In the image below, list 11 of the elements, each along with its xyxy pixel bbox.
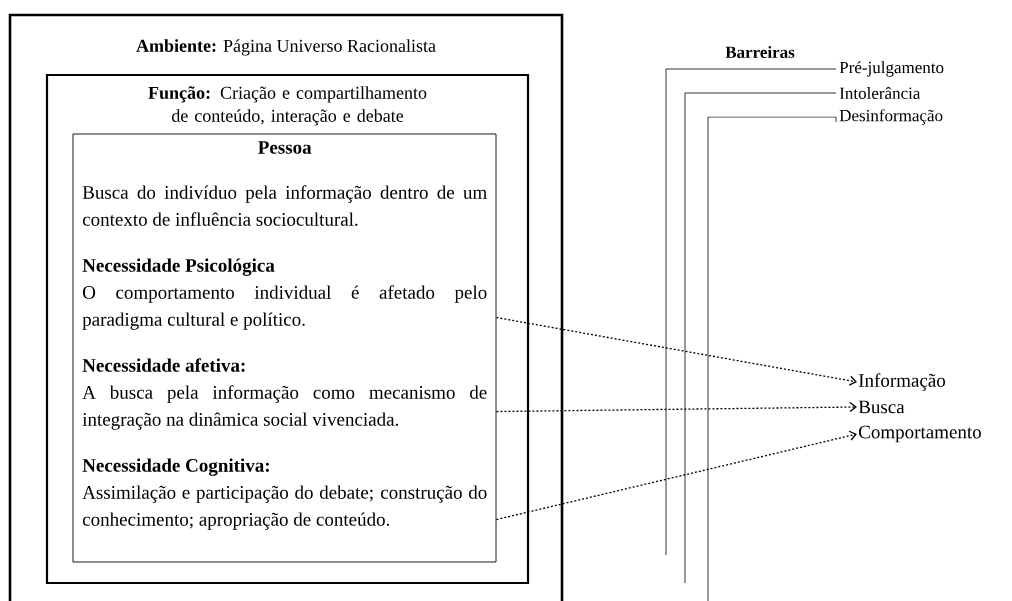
- barrier-label: Intolerância: [839, 87, 921, 99]
- person-box: Pessoa Busca do indivíduo pela informação dentro de um contexto de influência sociocultural. Necessidade Psicológica O comportamento individual é afetado pelo paradigma cultural e político. Necessidade afetiva: A busca pela informação como mecanismo de integração na dinâmica social vivenciada. Necessidade Cognitiva: Assimilação e participação do debate; construção do conhecimento; apropriação de conteúdo.: [72, 133, 497, 563]
- outcome-text: Comportamento: [859, 425, 981, 443]
- outcome-text: Busca: [858, 400, 905, 414]
- dotted-arrow: [495, 401, 857, 413]
- barrier-label: Desinformação: [839, 109, 943, 125]
- barrier-label: Pré-julgamento: [839, 61, 944, 77]
- dotted-arrow: [495, 316, 857, 386]
- dotted-arrow: [495, 430, 857, 521]
- heading: Barreiras: [725, 46, 795, 58]
- outcome-text: Informação: [858, 373, 946, 391]
